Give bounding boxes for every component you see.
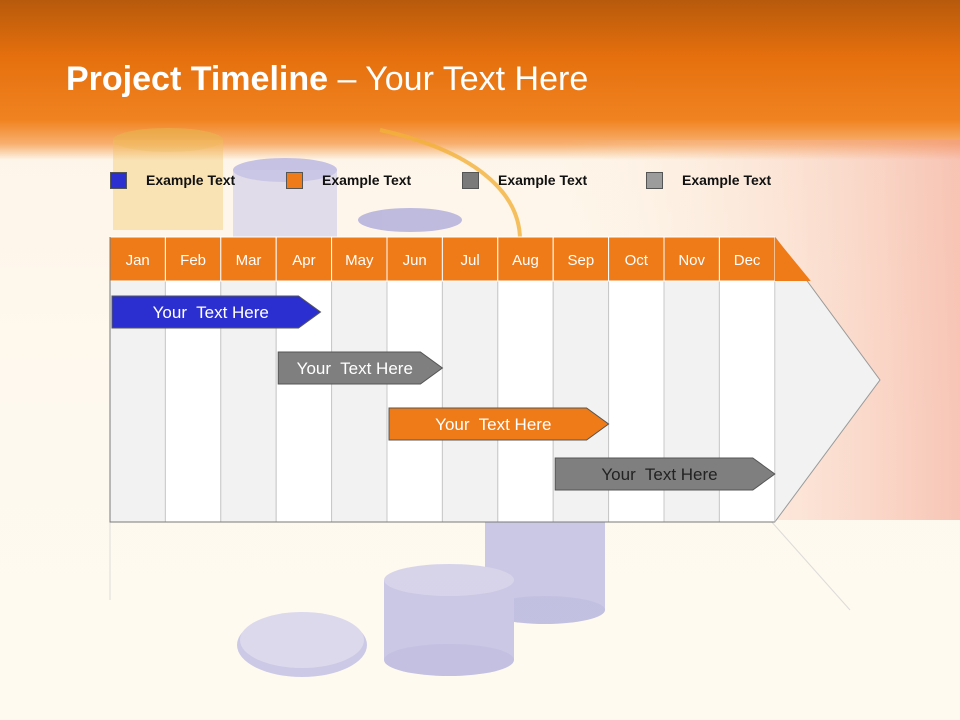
month-header-cell xyxy=(552,236,610,282)
task-arrow xyxy=(277,351,444,385)
month-label: Jun xyxy=(403,252,427,269)
month-header-cell xyxy=(608,236,665,282)
title-rest: – Your Text Here xyxy=(328,60,589,98)
timeline-border xyxy=(109,237,775,523)
month-column xyxy=(331,280,388,523)
title-bold: Project Timeline xyxy=(66,60,329,98)
month-column xyxy=(497,280,554,523)
month-label: Sep xyxy=(568,252,595,269)
month-column xyxy=(386,280,443,523)
month-label: May xyxy=(345,252,374,269)
task-arrow xyxy=(111,295,322,329)
legend-label: Example Text xyxy=(682,172,772,188)
month-label: Apr xyxy=(292,252,315,269)
task-label: Your Text Here xyxy=(297,359,413,378)
task-label: Your Text Here xyxy=(435,415,551,434)
legend-swatch xyxy=(462,172,479,189)
task-arrow xyxy=(388,407,610,441)
month-label: Nov xyxy=(678,252,705,269)
legend-label: Example Text xyxy=(498,172,588,188)
month-label: Aug xyxy=(512,252,539,269)
month-header-cell xyxy=(109,236,166,282)
month-header-cell xyxy=(386,236,443,282)
month-header-cell xyxy=(718,236,776,282)
legend-swatch xyxy=(110,172,127,189)
page-title: Project Timeline – Your Text Here xyxy=(66,60,588,99)
task-label: Your Text Here xyxy=(601,465,717,484)
month-header-cell xyxy=(497,236,554,282)
legend-label: Example Text xyxy=(322,172,412,188)
month-label: Jul xyxy=(461,252,480,269)
header-arrow-shoulder xyxy=(774,237,811,281)
month-label: Mar xyxy=(236,252,262,269)
month-header-cell xyxy=(275,236,333,282)
month-label: Oct xyxy=(625,252,649,269)
legend-swatch xyxy=(646,172,663,189)
legend-label: Example Text xyxy=(146,172,236,188)
task-arrow xyxy=(554,457,776,491)
month-header-cell xyxy=(164,236,222,282)
month-label: Feb xyxy=(180,252,206,269)
month-label: Dec xyxy=(734,252,761,269)
month-header-cell xyxy=(441,236,499,282)
month-label: Jan xyxy=(126,252,150,269)
month-header-cell xyxy=(663,236,720,282)
month-header-cell xyxy=(331,236,388,282)
legend-swatch xyxy=(286,172,303,189)
task-label: Your Text Here xyxy=(153,303,269,322)
month-column xyxy=(441,280,499,523)
